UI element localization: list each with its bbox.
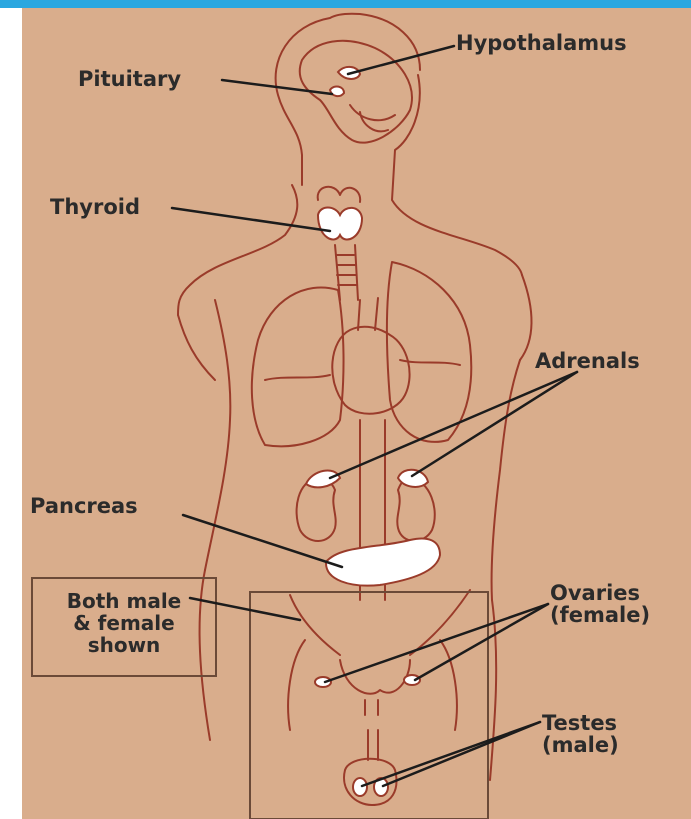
label-thyroid: Thyroid xyxy=(50,196,140,218)
label-ovaries-line2: (female) xyxy=(550,604,650,626)
torso-right xyxy=(492,360,520,600)
label-testes-line1: Testes xyxy=(542,712,619,734)
leader-thyroid xyxy=(172,208,330,231)
neck-left xyxy=(178,185,297,315)
label-pituitary: Pituitary xyxy=(78,68,181,90)
right-lung xyxy=(387,262,471,442)
left-adrenal-gland xyxy=(306,470,340,487)
leader-adrenal-right xyxy=(412,372,577,476)
label-adrenals: Adrenals xyxy=(535,350,640,372)
left-lung xyxy=(252,287,344,446)
leader-adrenal-left xyxy=(330,372,577,478)
label-ovaries: Ovaries (female) xyxy=(550,582,650,626)
right-adrenal-gland xyxy=(398,470,428,487)
note-both-shown: Both male & female shown xyxy=(36,590,212,656)
left-testis xyxy=(353,778,367,796)
note-line3: shown xyxy=(36,634,212,656)
leader-ovary-right xyxy=(415,604,548,680)
note-line1: Both male xyxy=(36,590,212,612)
pancreas-gland xyxy=(326,539,440,586)
label-ovaries-line1: Ovaries xyxy=(550,582,650,604)
label-hypothalamus: Hypothalamus xyxy=(456,32,627,54)
label-pancreas: Pancreas xyxy=(30,495,138,517)
leader-testis-right xyxy=(383,722,540,786)
thyroid-gland xyxy=(318,208,362,240)
label-testes-line2: (male) xyxy=(542,734,619,756)
head-outline xyxy=(276,14,420,185)
label-testes: Testes (male) xyxy=(542,712,619,756)
right-ovary xyxy=(404,675,420,685)
leader-ovary-left xyxy=(325,604,548,682)
reproductive-region-box xyxy=(250,592,488,819)
note-line2: & female xyxy=(36,612,212,634)
